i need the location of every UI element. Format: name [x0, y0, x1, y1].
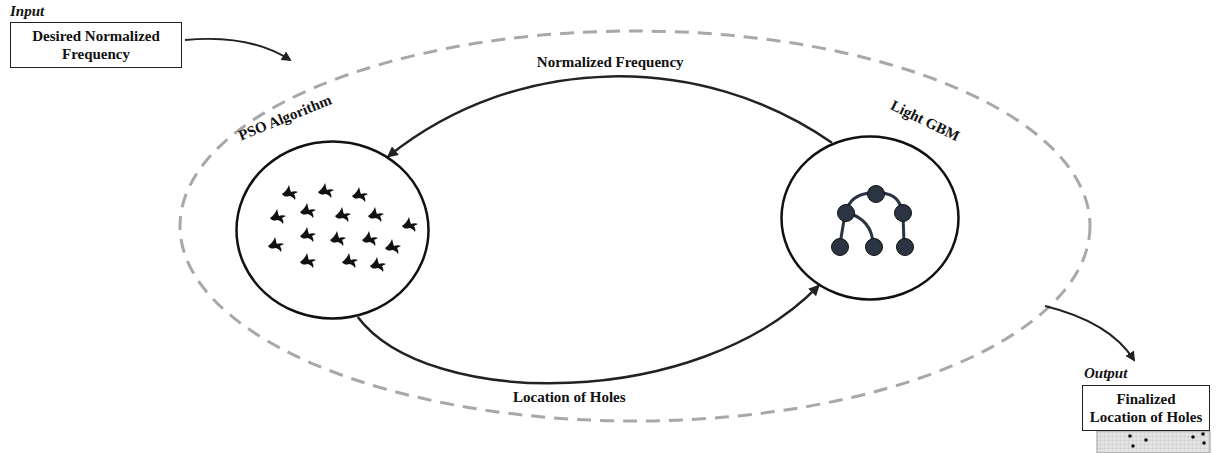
hole-grid	[1097, 431, 1210, 453]
circle-outline	[780, 135, 960, 301]
flow-arrow	[358, 286, 819, 383]
loop-ellipse	[180, 31, 1090, 421]
box-text: Desired Normalized Frequency	[17, 27, 175, 63]
edge-label: Location of Holes	[510, 389, 629, 406]
tree-nodes	[832, 186, 914, 256]
node-heading: PSO Algorithm	[236, 92, 334, 145]
node-heading: Light GBM	[888, 97, 962, 145]
section-label: Input	[10, 3, 44, 20]
edge-label: Normalized Frequency	[534, 54, 687, 71]
process-box: Finalized Location of Holes	[1082, 385, 1210, 431]
section-label: Output	[1084, 365, 1127, 382]
process-box: Desired Normalized Frequency	[10, 22, 182, 68]
output-arrow	[1045, 306, 1134, 360]
process-circle: PSO Algorithm	[235, 140, 430, 320]
flow-arrow	[388, 76, 832, 156]
box-text: Finalized Location of Holes	[1089, 390, 1203, 426]
circle-outline	[235, 140, 430, 320]
input-arrow	[185, 39, 290, 60]
bird-flock	[268, 183, 418, 272]
process-circle: Light GBM	[780, 135, 960, 301]
